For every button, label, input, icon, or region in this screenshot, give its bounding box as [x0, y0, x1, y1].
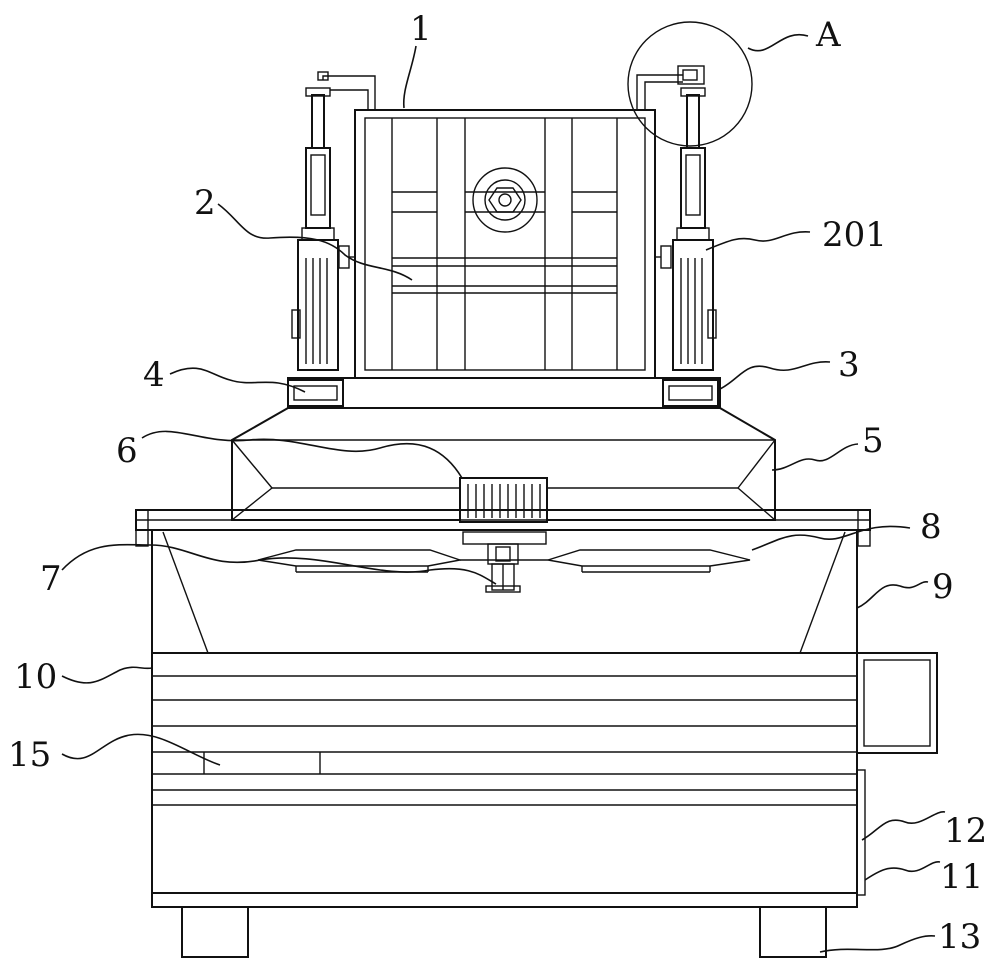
label-5: 5	[862, 421, 884, 461]
label-7: 7	[40, 559, 62, 599]
label-201: 201	[822, 215, 887, 255]
feet	[181, 906, 827, 958]
label-8: 8	[920, 507, 942, 547]
right-column	[636, 65, 719, 407]
label-1: 1	[410, 9, 432, 49]
top-frame	[287, 109, 721, 409]
reference-labels: 1 A 2 201 4 3 6 5 7 8 9 10 15 12 11 13	[8, 9, 987, 957]
label-9: 9	[932, 567, 954, 607]
label-11: 11	[940, 857, 983, 897]
leader-lines	[61, 33, 946, 953]
label-6: 6	[116, 431, 138, 471]
label-12: 12	[944, 811, 987, 851]
motor	[459, 477, 548, 545]
label-3: 3	[838, 345, 860, 385]
detail-circle-a	[627, 21, 753, 147]
lower-body	[151, 652, 938, 908]
left-column	[287, 71, 376, 407]
label-13: 13	[938, 917, 981, 957]
label-2: 2	[194, 183, 216, 223]
label-15: 15	[8, 735, 51, 775]
label-a: A	[815, 15, 841, 55]
label-10: 10	[14, 657, 57, 697]
stirrer	[257, 543, 751, 593]
label-4: 4	[143, 355, 165, 395]
